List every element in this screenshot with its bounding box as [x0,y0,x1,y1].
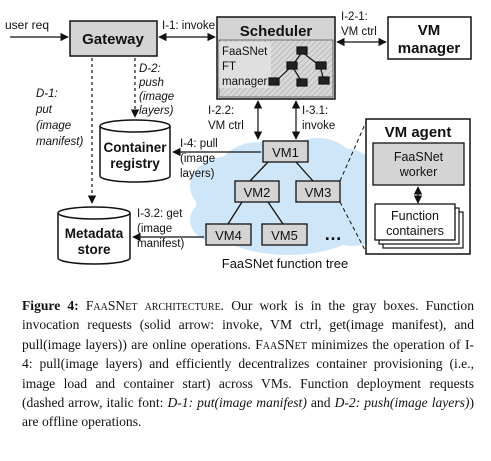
metadata-store-line2: store [77,242,111,257]
caption-title: FaaSNet architecture. [85,298,225,313]
vm4-label: VM4 [215,228,242,243]
vm5-box [261,223,308,246]
ft-manager-line2: FT [222,61,236,73]
edge-i32-label-3: manifest) [137,238,184,250]
ft-manager-line1: FaaSNet [222,46,268,58]
user-request-label: user req [5,18,49,32]
vm-agent-zoom-lines [339,121,367,253]
faasnet-worker-box [372,142,465,186]
edge-i4-label-1: I-4: pull [180,138,218,150]
caption-and: and [310,395,331,411]
mini-tree-icon [268,46,330,87]
metadata-store-line1: Metadata [65,226,124,241]
edge-d1-label-1: D-1: [36,88,58,100]
vm-manager-line1: VM [418,22,441,39]
vm3-box [295,180,341,203]
caption-sentence-2: minimizes the operation of I-4: pull(ima… [22,336,475,411]
ft-manager-box: FaaSNet FT manager [218,39,334,98]
edge-i4-label-3: layers) [180,168,215,180]
scheduler-label: Scheduler [240,23,313,40]
ft-manager-line3: manager [222,76,268,88]
edge-d1-label-2: put [35,104,53,116]
container-registry-line2: registry [110,156,160,171]
vm-manager-line2: manager [398,40,461,57]
edge-i4-label-2: (image [180,153,215,165]
function-tree-label: FaaSNet function tree [222,256,348,271]
function-tree-edges [227,161,314,225]
edge-d2-label-3: (image [139,91,174,103]
edge-i22-label-2: VM ctrl [208,120,244,132]
function-containers-line2: containers [386,224,444,238]
edge-i1-label: I-1: invoke [162,20,215,32]
caption-d1: D-1: put(image manifest) [167,395,307,411]
function-containers-line1: Function [391,209,439,223]
gateway-label: Gateway [82,31,144,48]
vm-manager-box [387,16,472,60]
gateway-box [69,20,158,57]
caption-end: ) are offline operations. [22,395,474,430]
architecture-diagram: user req Gateway I-1: invoke Scheduler F… [5,11,472,271]
vm-ellipsis: … [324,224,342,244]
metadata-store-cylinder [57,206,131,265]
edge-i32-label-2: (image [137,223,172,235]
edge-d2-label-4: layers) [139,105,174,117]
vm-agent-label: VM agent [385,124,452,141]
faasnet-worker-line2: worker [399,165,438,179]
edge-i22-label-1: I-2.2: [208,105,234,117]
container-registry-cylinder [99,119,171,183]
edge-d1-label-4: manifest) [36,136,83,148]
faasnet-worker-line1: FaaSNet [394,150,444,164]
edge-d2-label-1: D-2: [139,63,161,75]
edge-d1-label-3: (image [36,120,71,132]
edge-i21-label-1: I-2-1: [341,11,368,23]
caption-sentence-1: Our work is in the gray boxes. Function … [22,298,474,352]
vm5-label: VM5 [271,228,298,243]
caption-label: Figure 4: [22,298,79,313]
edge-i21-label-2: VM ctrl [341,26,377,38]
edge-d2-label-2: push [138,77,164,89]
vm2-label: VM2 [244,185,271,200]
function-containers-stack [374,203,464,249]
vm1-label: VM1 [272,145,299,160]
caption-system-name: FaaSNet [255,336,307,352]
figure-caption: Figure 4: FaaSNet architecture. Our work… [22,296,474,432]
caption-d2: D-2: push(image layers) [334,395,470,411]
edge-i32-label-1: I-3.2: get [137,208,183,220]
vm1-box [262,140,309,163]
edge-i31-label-2: invoke [302,120,335,132]
vm3-label: VM3 [305,185,332,200]
edge-i31-label-1: I-3.1: [302,105,328,117]
container-registry-line1: Container [103,140,167,155]
vm4-box [205,223,252,246]
vm2-box [234,180,280,203]
